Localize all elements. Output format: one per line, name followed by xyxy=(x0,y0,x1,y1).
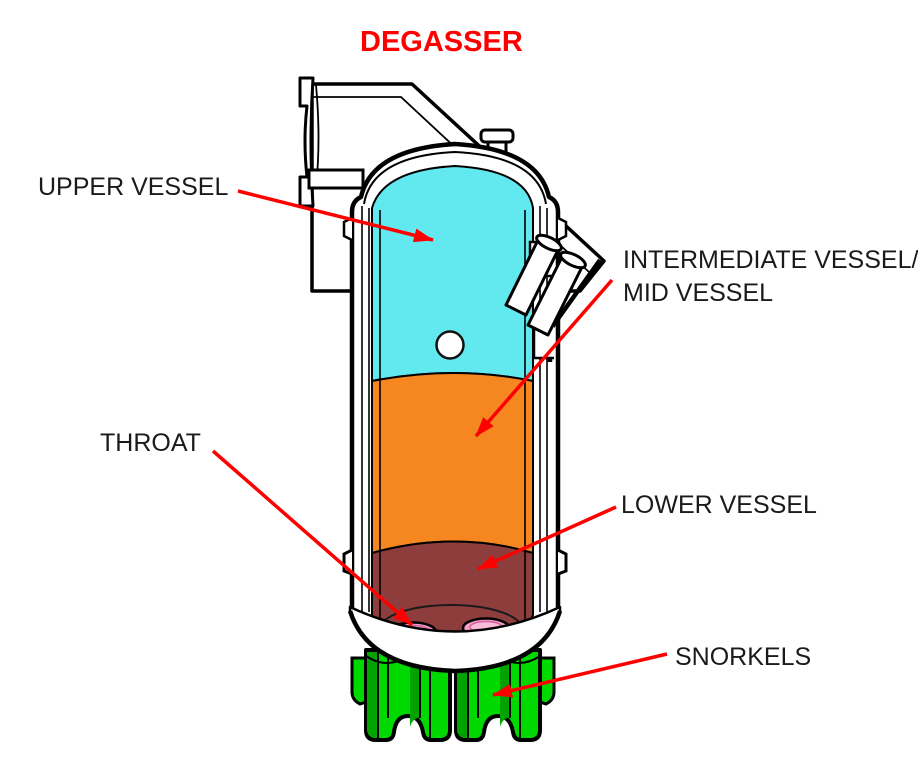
right-lug xyxy=(557,548,568,576)
label-snorkels: SNORKELS xyxy=(675,643,812,671)
side-nozzles xyxy=(504,233,602,362)
throat-arrow xyxy=(211,449,414,627)
bottom-bowl xyxy=(347,605,563,674)
label-lower-vessel: LOWER VESSEL xyxy=(621,491,817,519)
snorkel-left-tab xyxy=(350,656,368,706)
gas-bubble xyxy=(435,330,465,360)
intermediate-vessel-arrow xyxy=(474,278,614,438)
label-intermediate-vessel: INTERMEDIATE VESSEL/ MID VESSEL xyxy=(623,244,918,310)
snorkels-arrow xyxy=(492,652,668,698)
snorkels-group xyxy=(350,648,556,742)
shell-details xyxy=(342,216,568,576)
diagram-title: DEGASSER xyxy=(360,26,523,58)
interior xyxy=(371,164,534,660)
upper-vessel-arrow xyxy=(237,189,434,243)
top-nozzle xyxy=(479,128,515,165)
label-intermediate-vessel-line1: INTERMEDIATE VESSEL/ xyxy=(623,246,918,274)
label-throat: THROAT xyxy=(100,429,201,457)
lower-vessel-arrow xyxy=(477,505,617,571)
callout-arrows xyxy=(211,189,668,698)
label-upper-vessel: UPPER VESSEL xyxy=(38,173,229,201)
label-intermediate-vessel-line2: MID VESSEL xyxy=(623,279,774,307)
